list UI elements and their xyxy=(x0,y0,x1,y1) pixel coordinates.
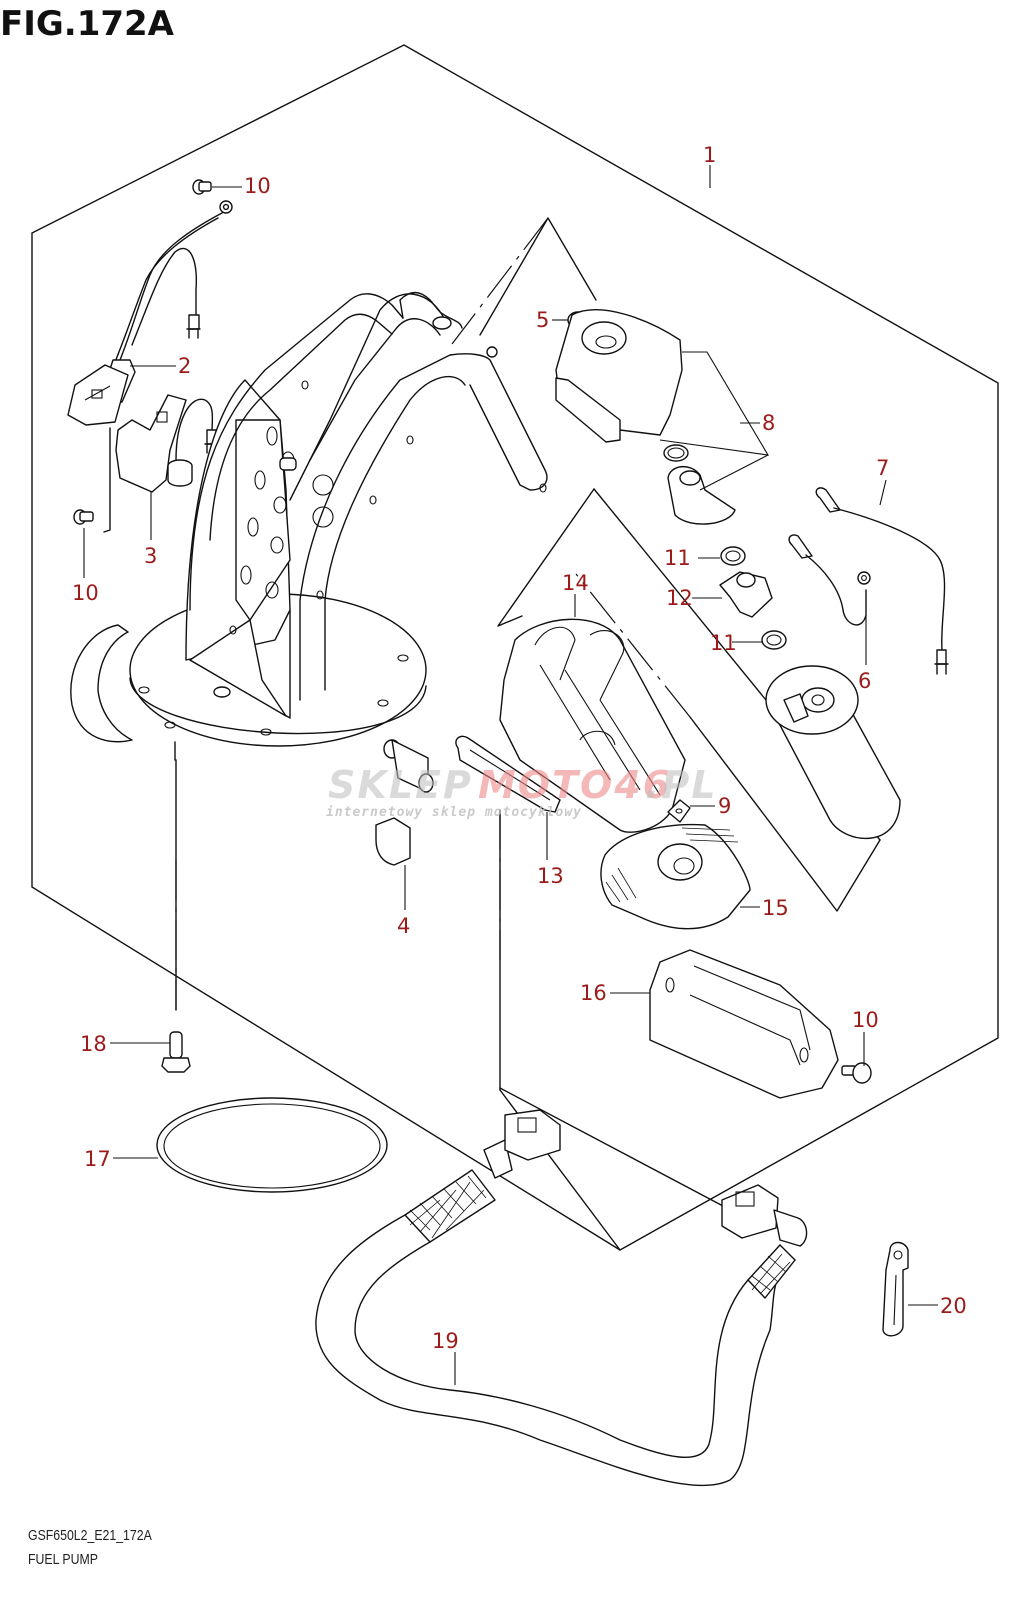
fuel-pump-motor xyxy=(765,665,901,840)
watermark: SKLEP MOTO46 .PL internetowy sklep motoc… xyxy=(326,763,718,820)
callout-8: 8 xyxy=(762,411,775,435)
subassembly-frame-pump xyxy=(175,217,881,1251)
part-15-filter xyxy=(600,823,751,930)
part-4-cap xyxy=(375,817,411,866)
callout-7: 7 xyxy=(876,456,889,480)
callout-4: 4 xyxy=(397,914,410,938)
part-13-cushion xyxy=(455,735,561,813)
callout-14: 14 xyxy=(562,571,589,595)
callout-11-lower: 11 xyxy=(710,631,737,655)
leader-lines xyxy=(83,165,938,1385)
figure-title: FIG.172A xyxy=(0,4,174,44)
callout-20: 20 xyxy=(940,1294,967,1318)
callout-17: 17 xyxy=(84,1147,111,1171)
callout-16: 16 xyxy=(580,981,607,1005)
part-17-gasket xyxy=(156,1097,388,1193)
part-11-oring-lower xyxy=(761,630,787,650)
watermark-tagline: internetowy sklep motocyklowy xyxy=(326,805,582,820)
part-19-fuel-hose xyxy=(315,1109,808,1487)
part-9-plate xyxy=(667,799,691,823)
callout-10-right: 10 xyxy=(852,1008,879,1032)
part-2-harness xyxy=(67,212,223,426)
part-12-joint xyxy=(719,571,773,618)
callouts: 1 10 2 3 10 5 8 7 11 12 11 6 14 9 13 15 … xyxy=(72,143,967,1353)
callout-5: 5 xyxy=(536,308,549,332)
callout-9: 9 xyxy=(718,794,731,818)
callout-18: 18 xyxy=(80,1032,107,1056)
part-20-clamp xyxy=(882,1241,909,1337)
callout-1: 1 xyxy=(703,143,716,167)
callout-2: 2 xyxy=(178,354,191,378)
callout-19: 19 xyxy=(432,1329,459,1353)
part-3-level-sensor xyxy=(103,394,219,533)
assembly-frame xyxy=(31,44,999,1251)
part-11-oring-upper xyxy=(720,546,746,566)
part-10-screw-right xyxy=(841,1062,872,1084)
fuel-pump-body-bracket xyxy=(70,291,548,793)
callout-3: 3 xyxy=(144,544,157,568)
part-14-holder xyxy=(499,618,686,833)
part-7-lead-wire xyxy=(815,487,949,675)
part-18-bolt xyxy=(161,1031,191,1073)
callout-15: 15 xyxy=(762,896,789,920)
callout-10-top: 10 xyxy=(244,174,271,198)
part-10-screw-top xyxy=(192,179,233,214)
part-16-bracket xyxy=(649,949,839,1099)
figure-code: GSF650L2_E21_172A xyxy=(28,1527,152,1544)
part-6-ground-lead xyxy=(788,534,871,626)
callout-11-upper: 11 xyxy=(664,546,691,570)
watermark-brand-part1: SKLEP xyxy=(328,763,473,807)
callout-13: 13 xyxy=(537,864,564,888)
callout-10-left: 10 xyxy=(72,581,99,605)
figure-caption: FUEL PUMP xyxy=(28,1551,98,1568)
part-10-screw-left xyxy=(73,509,94,525)
watermark-brand-part2: MOTO46 xyxy=(478,763,671,807)
callout-6: 6 xyxy=(858,669,871,693)
part-8-regulator xyxy=(555,309,736,525)
watermark-brand-part3: .PL xyxy=(645,763,718,807)
callout-12: 12 xyxy=(666,586,693,610)
